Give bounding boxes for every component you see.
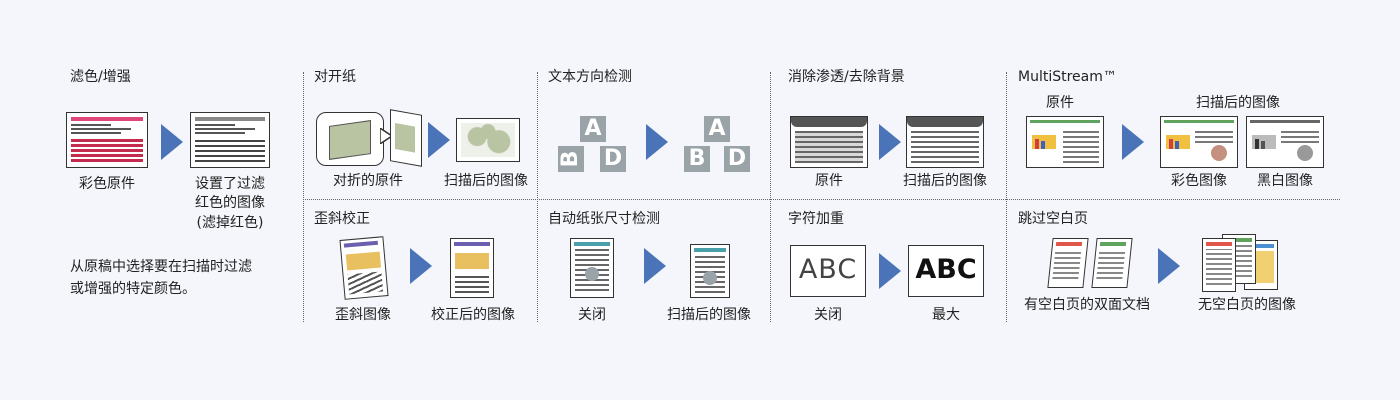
char-thicken-max-text: ABC: [915, 254, 977, 285]
color-filter-description-2: 或增强的特定颜色。: [70, 281, 196, 297]
caption-deskewed: 校正后的图像: [431, 307, 515, 323]
divider-v3: [770, 72, 771, 322]
multistream-sub-original: 原件: [1046, 95, 1074, 111]
caption-duplex-with-blank: 有空白页的双面文档: [1024, 297, 1150, 313]
divider-v2: [537, 72, 538, 322]
caption-folded-original: 对折的原件: [333, 173, 403, 189]
tile-b-rotated: B: [558, 146, 584, 172]
multistream-color-doc: [1160, 116, 1238, 168]
section-title-skip-blank: 跳过空白页: [1018, 211, 1088, 227]
char-thicken-off-text: ABC: [798, 254, 858, 285]
section-title-deskew: 歪斜校正: [314, 211, 370, 227]
arrow-icon: [644, 248, 666, 284]
divider-h: [303, 199, 1340, 200]
duplex-doc-front: [1047, 238, 1089, 288]
filtered-doc: [190, 112, 270, 168]
caption-multistream-bw: 黑白图像: [1257, 173, 1313, 189]
section-title-bleed-through: 消除渗透/去除背景: [788, 69, 905, 85]
caption-filtered-2: 红色的图像: [195, 195, 265, 211]
multistream-bw-doc: [1246, 116, 1324, 168]
caption-skewed: 歪斜图像: [335, 307, 391, 323]
section-title-folio: 对开纸: [314, 69, 356, 85]
tile-a-rotated: A: [580, 116, 606, 142]
section-title-auto-size: 自动纸张尺寸检测: [548, 211, 660, 227]
folio-scanned-doc: [456, 118, 520, 162]
arrow-icon: [879, 253, 901, 289]
caption-filtered-1: 设置了过滤: [195, 176, 265, 192]
bubble-pointer: [380, 128, 392, 144]
bleed-original-doc: [790, 116, 868, 168]
duplex-doc-back: [1091, 238, 1133, 288]
arrow-icon: [161, 124, 183, 160]
multistream-sub-scanned: 扫描后的图像: [1196, 95, 1280, 111]
arrow-icon: [879, 124, 901, 160]
caption-folio-scanned: 扫描后的图像: [444, 173, 528, 189]
arrow-icon: [1122, 124, 1144, 160]
section-title-multistream: MultiStream™: [1018, 69, 1117, 85]
no-blank-doc-1: [1202, 238, 1236, 292]
folded-doc: [390, 109, 422, 167]
caption-no-blank: 无空白页的图像: [1198, 297, 1296, 313]
arrow-icon: [1158, 248, 1180, 284]
char-thicken-max-box: ABC: [908, 245, 984, 297]
color-original-doc: [66, 112, 148, 168]
bleed-cleaned-doc: [906, 116, 984, 168]
caption-char-thicken-max: 最大: [932, 307, 960, 323]
arrow-icon: [646, 124, 668, 160]
caption-auto-size-off: 关闭: [578, 307, 606, 323]
folded-original-bubble: [316, 112, 384, 166]
caption-char-thicken-off: 关闭: [814, 307, 842, 323]
caption-bleed-scanned: 扫描后的图像: [903, 173, 987, 189]
arrow-icon: [428, 122, 450, 158]
tile-d-corrected: D: [724, 146, 750, 172]
caption-filtered-3: (滤掉红色): [196, 215, 264, 231]
section-title-color-filter: 滤色/增强: [70, 69, 131, 85]
tile-a-corrected: A: [704, 116, 730, 142]
multistream-original-doc: [1026, 116, 1104, 168]
auto-size-scanned-doc: [690, 244, 730, 298]
tile-b-corrected: B: [684, 146, 710, 172]
section-title-orientation: 文本方向检测: [548, 69, 632, 85]
color-filter-description-1: 从原稿中选择要在扫描时过滤: [70, 259, 252, 275]
divider-v4: [1006, 72, 1007, 322]
caption-auto-size-scanned: 扫描后的图像: [667, 307, 751, 323]
char-thicken-off-box: ABC: [790, 245, 866, 297]
arrow-icon: [410, 248, 432, 284]
caption-bleed-original: 原件: [815, 173, 843, 189]
deskewed-doc: [450, 238, 494, 298]
caption-color-original: 彩色原件: [79, 176, 135, 192]
section-title-char-thicken: 字符加重: [788, 211, 844, 227]
caption-multistream-color: 彩色图像: [1171, 173, 1227, 189]
divider-v1: [303, 72, 304, 322]
tile-d-rotated: D: [600, 146, 626, 172]
auto-size-off-doc: [570, 238, 614, 298]
skewed-doc: [339, 236, 389, 300]
